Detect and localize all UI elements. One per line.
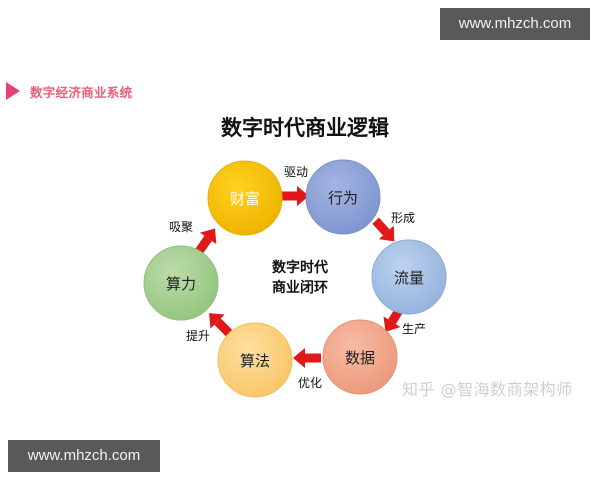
watermark-url-top: www.mhzch.com [440,8,590,40]
svg-text:算力: 算力 [166,275,196,293]
node-computing: 算力 [143,245,219,321]
zhihu-watermark: 知乎 @智海数商架构师 [402,380,573,399]
arrow-wealth-behavior [281,186,309,206]
edge-label-produce: 生产 [402,322,426,336]
edge-label-form: 形成 [391,211,415,225]
svg-text:流量: 流量 [394,269,424,287]
center-label-line2: 商业闭环 [272,280,328,296]
svg-text:数据: 数据 [345,349,375,367]
center-label-line1: 数字时代 [272,260,328,276]
svg-text:财富: 财富 [230,190,260,208]
arrow-data-algorithm [293,348,321,368]
node-behavior: 行为 [305,159,381,235]
center-label: 数字时代 商业闭环 [255,258,345,298]
node-algorithm: 算法 [217,322,293,398]
arrow-algorithm-computing [209,313,233,337]
diagram-title: 数字时代商业逻辑 [221,116,389,140]
watermark-url-bottom: www.mhzch.com [8,440,160,472]
section-title: 数字经济商业系统 [30,84,133,100]
node-wealth: 财富 [207,160,283,236]
arrow-computing-wealth [195,228,217,255]
edge-label-optimize: 优化 [298,376,322,390]
edge-label-enhance: 提升 [186,328,210,343]
arrow-behavior-traffic [372,217,395,242]
node-traffic: 流量 [371,239,447,315]
edge-label-drive: 驱动 [284,165,308,179]
edge-label-gather: 吸聚 [169,220,193,234]
svg-text:算法: 算法 [240,352,270,370]
play-triangle-icon [6,82,20,100]
svg-text:行为: 行为 [328,189,358,207]
node-data: 数据 [322,319,398,395]
section-header: 数字经济商业系统 [6,80,132,102]
